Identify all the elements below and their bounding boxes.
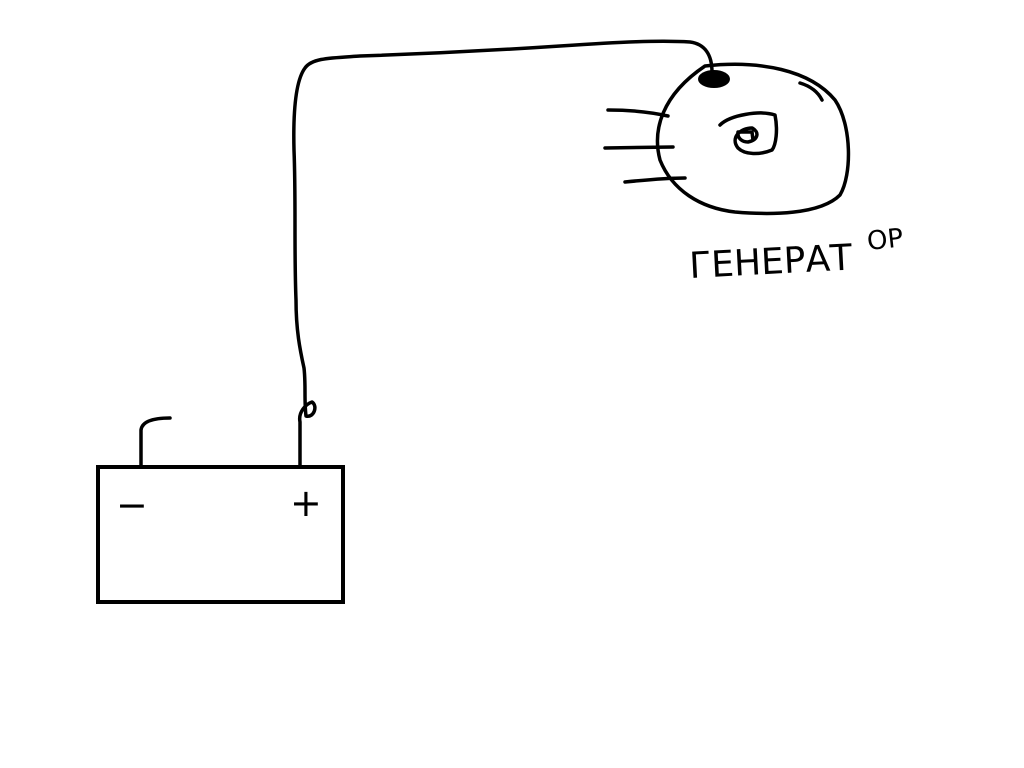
generator-body	[655, 62, 851, 216]
terminal-blob	[698, 70, 730, 88]
generator-label: ГЕНЕРАТ	[688, 237, 854, 287]
field-line-3	[623, 176, 687, 184]
negative-sign: −	[116, 483, 148, 527]
positive-sign: +	[290, 481, 322, 525]
field-line-2	[603, 145, 675, 150]
generator: ГЕНЕРАТ ОР	[603, 62, 905, 287]
field-line-1	[606, 108, 670, 118]
tick-mark	[798, 81, 824, 102]
wire	[292, 39, 714, 469]
battery-body	[96, 465, 345, 604]
generator-label-raised: ОР	[866, 223, 905, 257]
battery: − +	[96, 416, 345, 604]
negative-terminal-wire	[139, 416, 172, 469]
spiral	[718, 111, 779, 156]
